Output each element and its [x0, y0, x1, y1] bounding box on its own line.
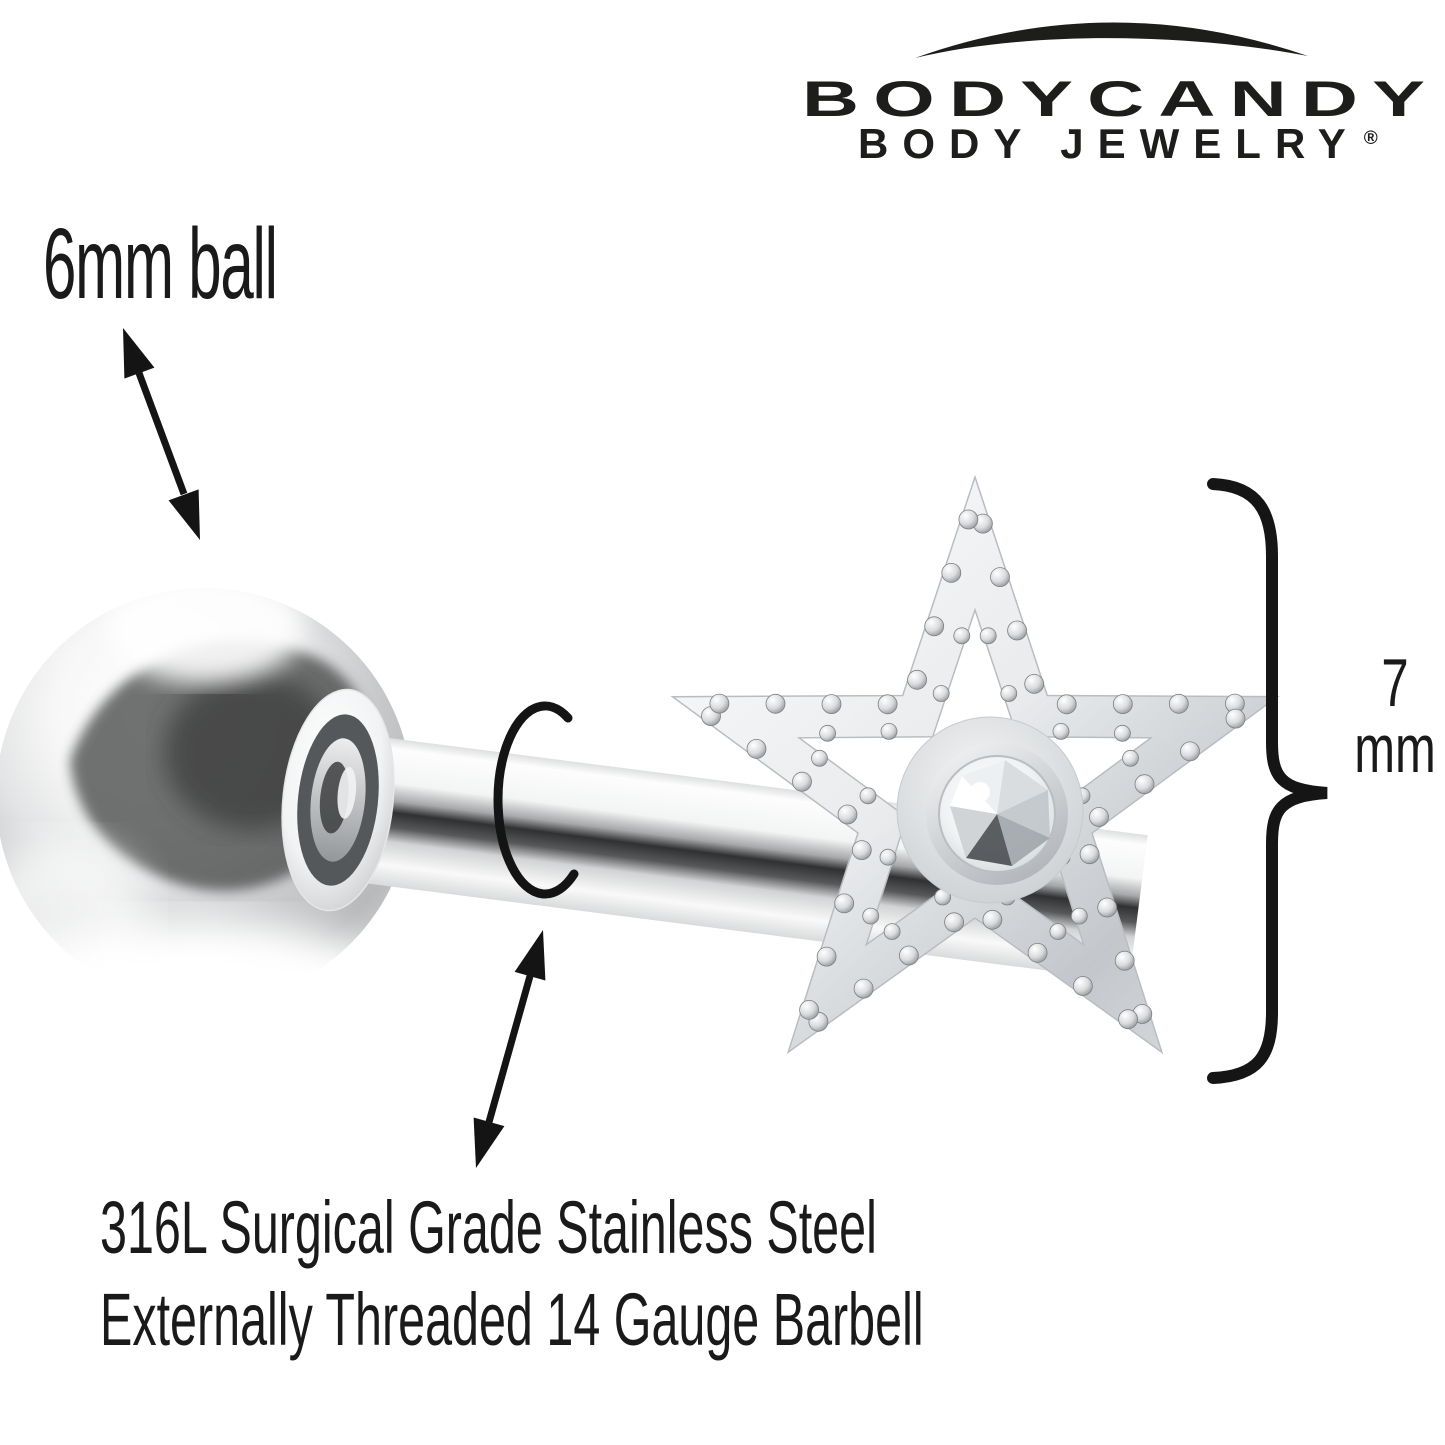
charm-height-label: 7 mm [1330, 645, 1445, 787]
ball-size-label: 6mm ball [43, 208, 278, 320]
star-charm [670, 474, 1280, 1055]
charm-height-unit: mm [1354, 711, 1436, 787]
material-line-1: 316L Surgical Grade Stainless Steel [100, 1186, 877, 1269]
logo-tagline-text: BODY JEWELRY® [858, 120, 1378, 167]
charm-height-value: 7 [1381, 645, 1409, 721]
logo-swoosh-icon [915, 22, 1308, 58]
height-brace-icon [1207, 478, 1328, 1084]
brand-logo: BODYCANDY BODY JEWELRY® [0, 0, 1445, 200]
barbell-collar [281, 688, 395, 912]
logo-brand-text: BODYCANDY [802, 71, 1440, 127]
gauge-dimension-arrow-icon [473, 930, 546, 1168]
rotation-ellipse-icon [493, 701, 579, 899]
crystal-gem [938, 755, 1056, 873]
material-description: 316L Surgical Grade Stainless Steel Exte… [100, 1182, 924, 1366]
material-line-2: Externally Threaded 14 Gauge Barbell [100, 1278, 924, 1361]
registered-trademark-icon: ® [1363, 128, 1378, 149]
milgrain-beads [701, 509, 1246, 1032]
ball-dimension-arrow-icon [123, 328, 200, 540]
